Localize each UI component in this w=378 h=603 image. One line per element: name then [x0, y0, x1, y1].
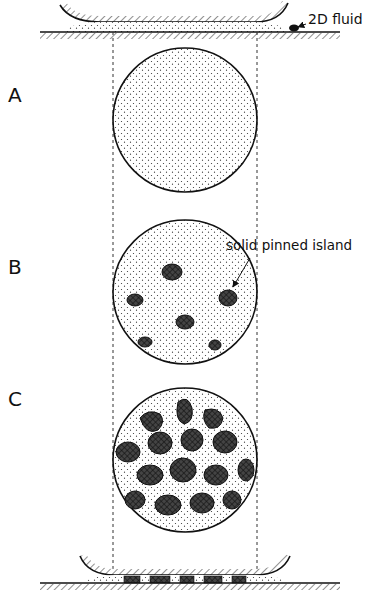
panel-letter: B	[8, 256, 22, 278]
fluid-disc	[113, 48, 257, 192]
fluid-label: 2D fluid	[308, 12, 363, 27]
island-label: solid pinned island	[226, 238, 352, 253]
panel-letter: A	[8, 84, 22, 106]
disc-c	[113, 388, 257, 532]
side-view-bottom	[40, 554, 340, 590]
side-view-top	[40, 1, 340, 39]
panel-letter: C	[8, 388, 22, 410]
